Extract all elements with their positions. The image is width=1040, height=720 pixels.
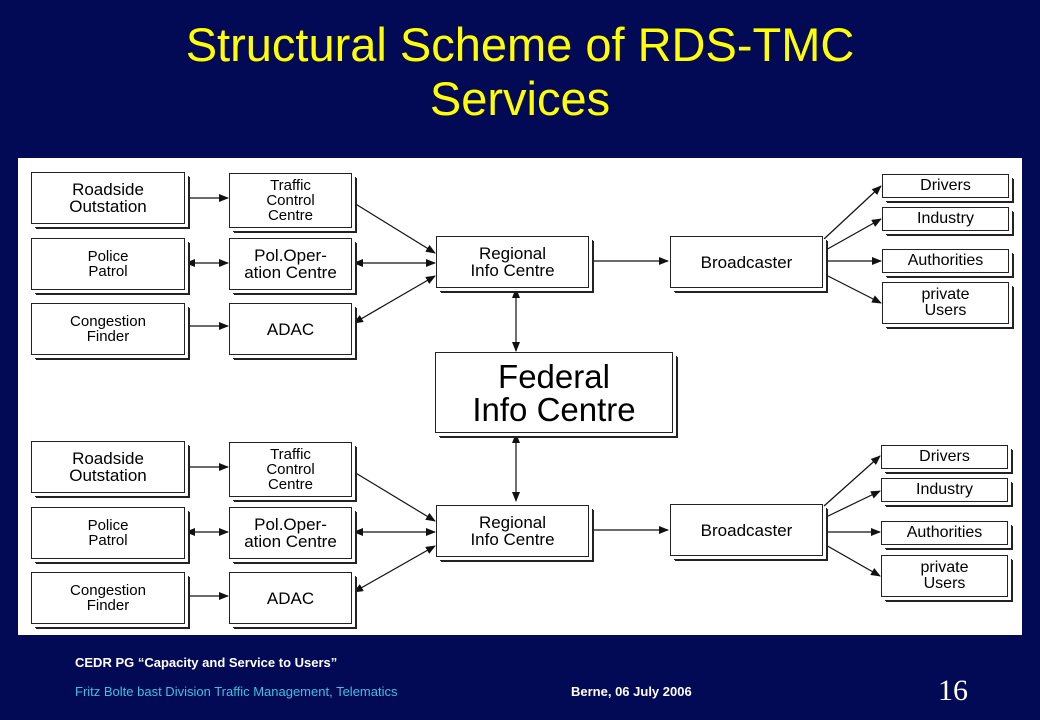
diagram-connectors [185,185,882,600]
footer-author: Fritz Bolte bast Division Traffic Manage… [75,684,398,699]
top-authorities-box: Authorities [882,249,1009,273]
arrow-regional-adac-top [353,275,436,324]
arrow-broadcaster-to-industry-top [823,218,882,252]
bottom-authorities-box: Authorities [881,521,1008,545]
top-broadcaster-box: Broadcaster [670,236,823,288]
arrow-traffic-to-regional-bottom [353,471,436,522]
bottom-industry-box: Industry [881,478,1008,502]
footer-project: CEDR PG “Capacity and Service to Users” [75,655,338,670]
arrow-broadcaster-to-industry-bottom [823,490,881,519]
arrow-broadcaster-to-drivers-bottom [823,455,881,507]
bottom-broadcaster-box: Broadcaster [670,504,823,556]
slide-title-line-2: Services [429,72,611,125]
top-police-operation-centre-box: Pol.Oper-ation Centre [229,238,352,290]
top-adac-box: ADAC [229,303,352,355]
arrow-traffic-to-regional-top [353,202,436,254]
arrow-broadcaster-to-private-bottom [823,543,881,577]
arrow-broadcaster-to-drivers-top [823,185,882,240]
footer-place-date: Berne, 06 July 2006 [571,684,692,699]
slide-title: Structural Scheme of RDS-TMC Services [0,18,1040,126]
page-number: 16 [938,674,968,707]
top-industry-box: Industry [882,207,1009,231]
arrow-broadcaster-to-private-top [823,273,882,304]
slide-title-line-1: Structural Scheme of RDS-TMC [185,18,855,71]
arrow-regional-adac-bottom [353,545,436,593]
bottom-police-operation-centre-box: Pol.Oper-ation Centre [229,507,352,559]
bottom-drivers-box: Drivers [881,445,1008,469]
bottom-adac-box: ADAC [229,572,352,624]
top-drivers-box: Drivers [882,174,1009,198]
